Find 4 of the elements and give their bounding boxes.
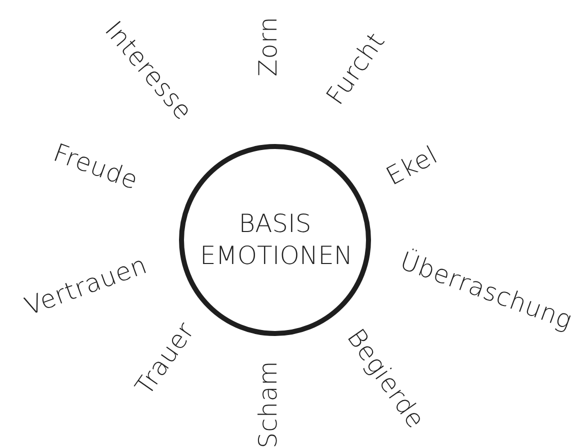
emotion-label: Zorn (256, 16, 281, 76)
circle-title: BASIS EMOTIONEN (200, 208, 350, 272)
emotion-label: Ekel (382, 141, 442, 189)
emotion-label: Scham (255, 360, 280, 447)
